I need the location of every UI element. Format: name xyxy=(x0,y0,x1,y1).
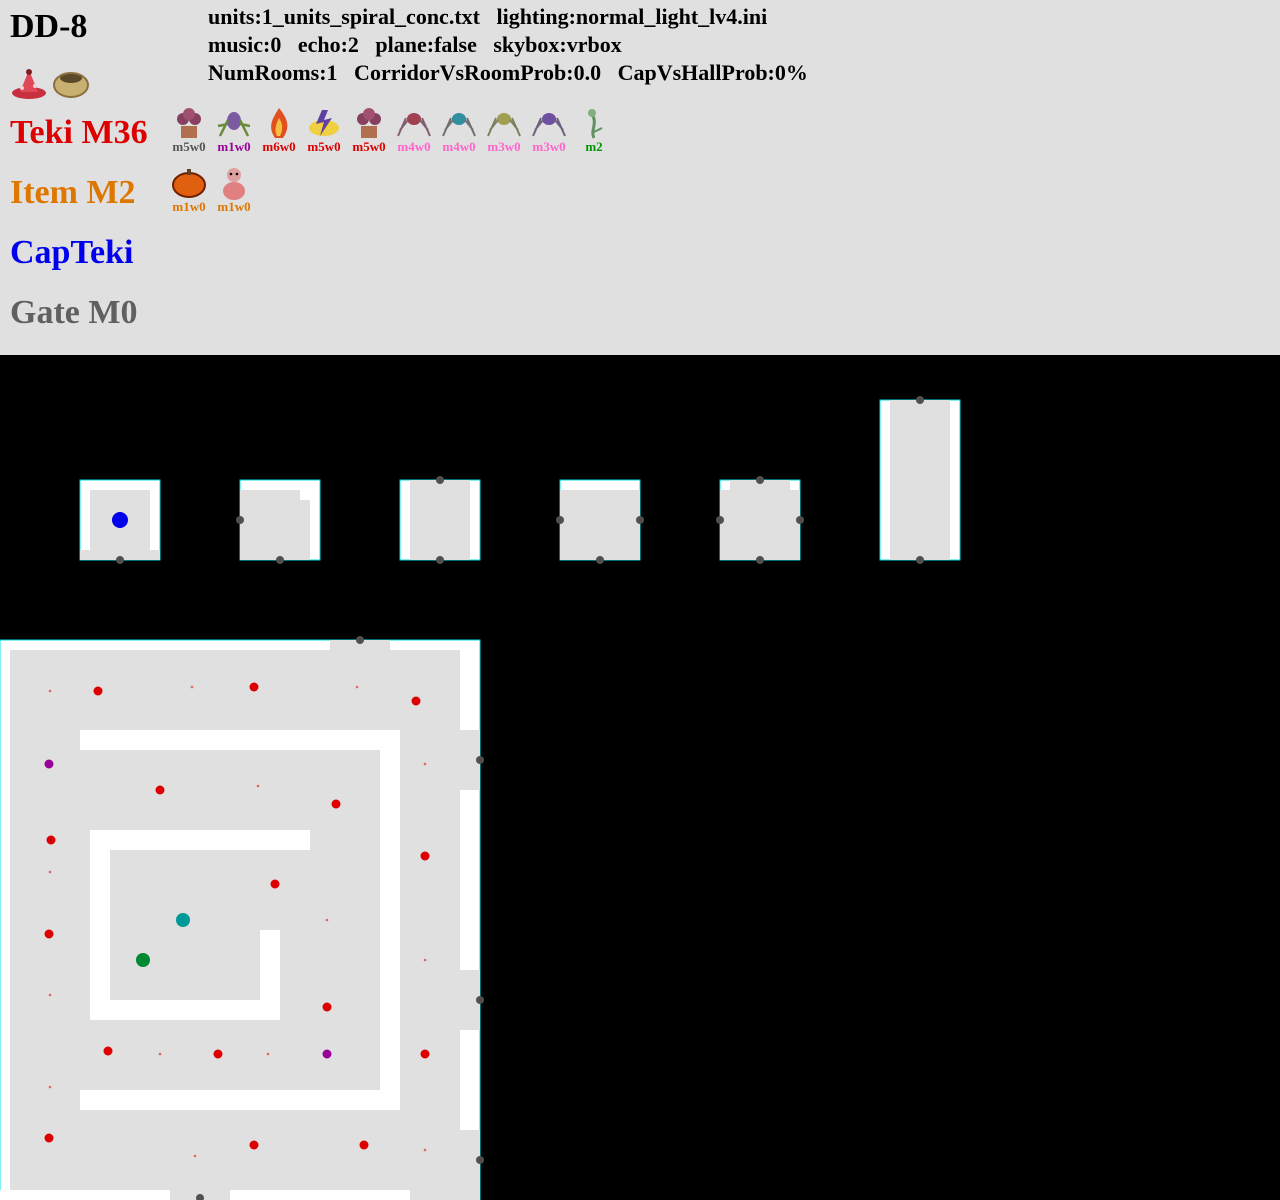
spider-yellow-icon xyxy=(487,113,521,137)
spider-red-icon xyxy=(397,113,431,137)
spawn-count-label: m1w0 xyxy=(172,199,206,214)
door-marker xyxy=(276,556,284,564)
unit-preview-2 xyxy=(236,479,321,564)
enemy-sprite: m2 xyxy=(574,106,614,154)
sublevel-info-panel: DD-8 units:1_units_spiral_conc.txt light… xyxy=(0,0,1280,355)
unit-preview-4 xyxy=(556,479,644,564)
config-line-1: units:1_units_spiral_conc.txt lighting:n… xyxy=(208,4,768,29)
plant-icon xyxy=(588,109,603,139)
enemy-sprite: m6w0 xyxy=(259,106,299,154)
door-marker xyxy=(916,396,924,404)
config-line-2: music:0 echo:2 plane:false skybox:vrbox xyxy=(208,32,622,57)
door-marker xyxy=(756,476,764,484)
mushroom-pot-icon xyxy=(177,108,201,138)
cave-map xyxy=(0,396,961,1200)
spawn-count-label: m5w0 xyxy=(172,139,206,154)
fruit-icon xyxy=(172,169,206,198)
spawn-count-label: m1w0 xyxy=(217,139,251,154)
item-spawn-marker xyxy=(176,913,190,927)
purple-spawn-marker xyxy=(322,1049,332,1059)
spawn-count-label: m5w0 xyxy=(352,139,386,154)
door-marker xyxy=(436,556,444,564)
spider-green-icon xyxy=(217,112,251,137)
door-marker xyxy=(476,1156,484,1164)
spawn-count-label: m4w0 xyxy=(442,139,476,154)
cap-icons xyxy=(10,66,90,100)
unit-preview-1 xyxy=(79,479,161,564)
enemy-sprite: m4w0 xyxy=(439,106,479,154)
door-marker xyxy=(196,1194,204,1200)
door-marker xyxy=(436,476,444,484)
spawn-count-label: m3w0 xyxy=(532,139,566,154)
spiral-room xyxy=(0,636,484,1200)
item-category: Item M2 xyxy=(10,174,136,211)
door-marker xyxy=(476,756,484,764)
config-line-3: NumRooms:1 CorridorVsRoomProb:0.0 CapVsH… xyxy=(208,60,808,85)
unit-preview-3 xyxy=(399,476,481,564)
doll-icon xyxy=(223,168,245,200)
enemy-sprite: m1w0 xyxy=(169,166,209,214)
capteki-category: CapTeki xyxy=(10,234,134,271)
sublevel-title: DD-8 xyxy=(10,8,88,45)
enemy-sprite: m5w0 xyxy=(349,106,389,154)
door-marker xyxy=(236,516,244,524)
door-marker xyxy=(356,636,364,644)
spawn-count-label: m5w0 xyxy=(307,139,341,154)
teki-spawn-markers xyxy=(44,682,430,1150)
spawn-count-label: m4w0 xyxy=(397,139,431,154)
spawn-count-label: m6w0 xyxy=(262,139,296,154)
enemy-sprite: m5w0 xyxy=(304,106,344,154)
enemy-sprite: m3w0 xyxy=(529,106,569,154)
small-spawn-markers xyxy=(48,685,427,1158)
door-marker xyxy=(716,516,724,524)
purple-spawn-marker xyxy=(44,759,54,769)
spider-blue-icon xyxy=(442,113,476,137)
spawn-count-label: m3w0 xyxy=(487,139,521,154)
enemy-sprite: m4w0 xyxy=(394,106,434,154)
door-marker xyxy=(476,996,484,1004)
unit-preview-5 xyxy=(716,476,804,564)
enemy-sprite: m5w0 xyxy=(169,106,209,154)
door-marker xyxy=(756,556,764,564)
fire-icon xyxy=(271,108,288,138)
mushroom-pot-icon xyxy=(357,108,381,138)
spawn-count-label: m1w0 xyxy=(217,199,251,214)
spawn-count-label: m2 xyxy=(585,139,603,154)
unit-preview-6 xyxy=(879,396,961,564)
enemy-sprite: m1w0 xyxy=(214,166,254,214)
door-marker xyxy=(596,556,604,564)
cap-flower-icon xyxy=(12,69,46,99)
gate-category: Gate M0 xyxy=(10,294,138,331)
enemy-sprite: m1w0 xyxy=(214,106,254,154)
door-marker xyxy=(116,556,124,564)
door-marker xyxy=(636,516,644,524)
door-marker xyxy=(796,516,804,524)
door-marker xyxy=(916,556,924,564)
ship-marker xyxy=(112,512,128,528)
plant-spawn-marker xyxy=(136,953,150,967)
door-marker xyxy=(556,516,564,524)
enemy-sprite: m3w0 xyxy=(484,106,524,154)
spider-purple-icon xyxy=(532,113,566,137)
cap-pot-icon xyxy=(53,72,89,98)
electric-icon xyxy=(309,110,339,136)
teki-category: Teki M36 xyxy=(10,114,148,151)
